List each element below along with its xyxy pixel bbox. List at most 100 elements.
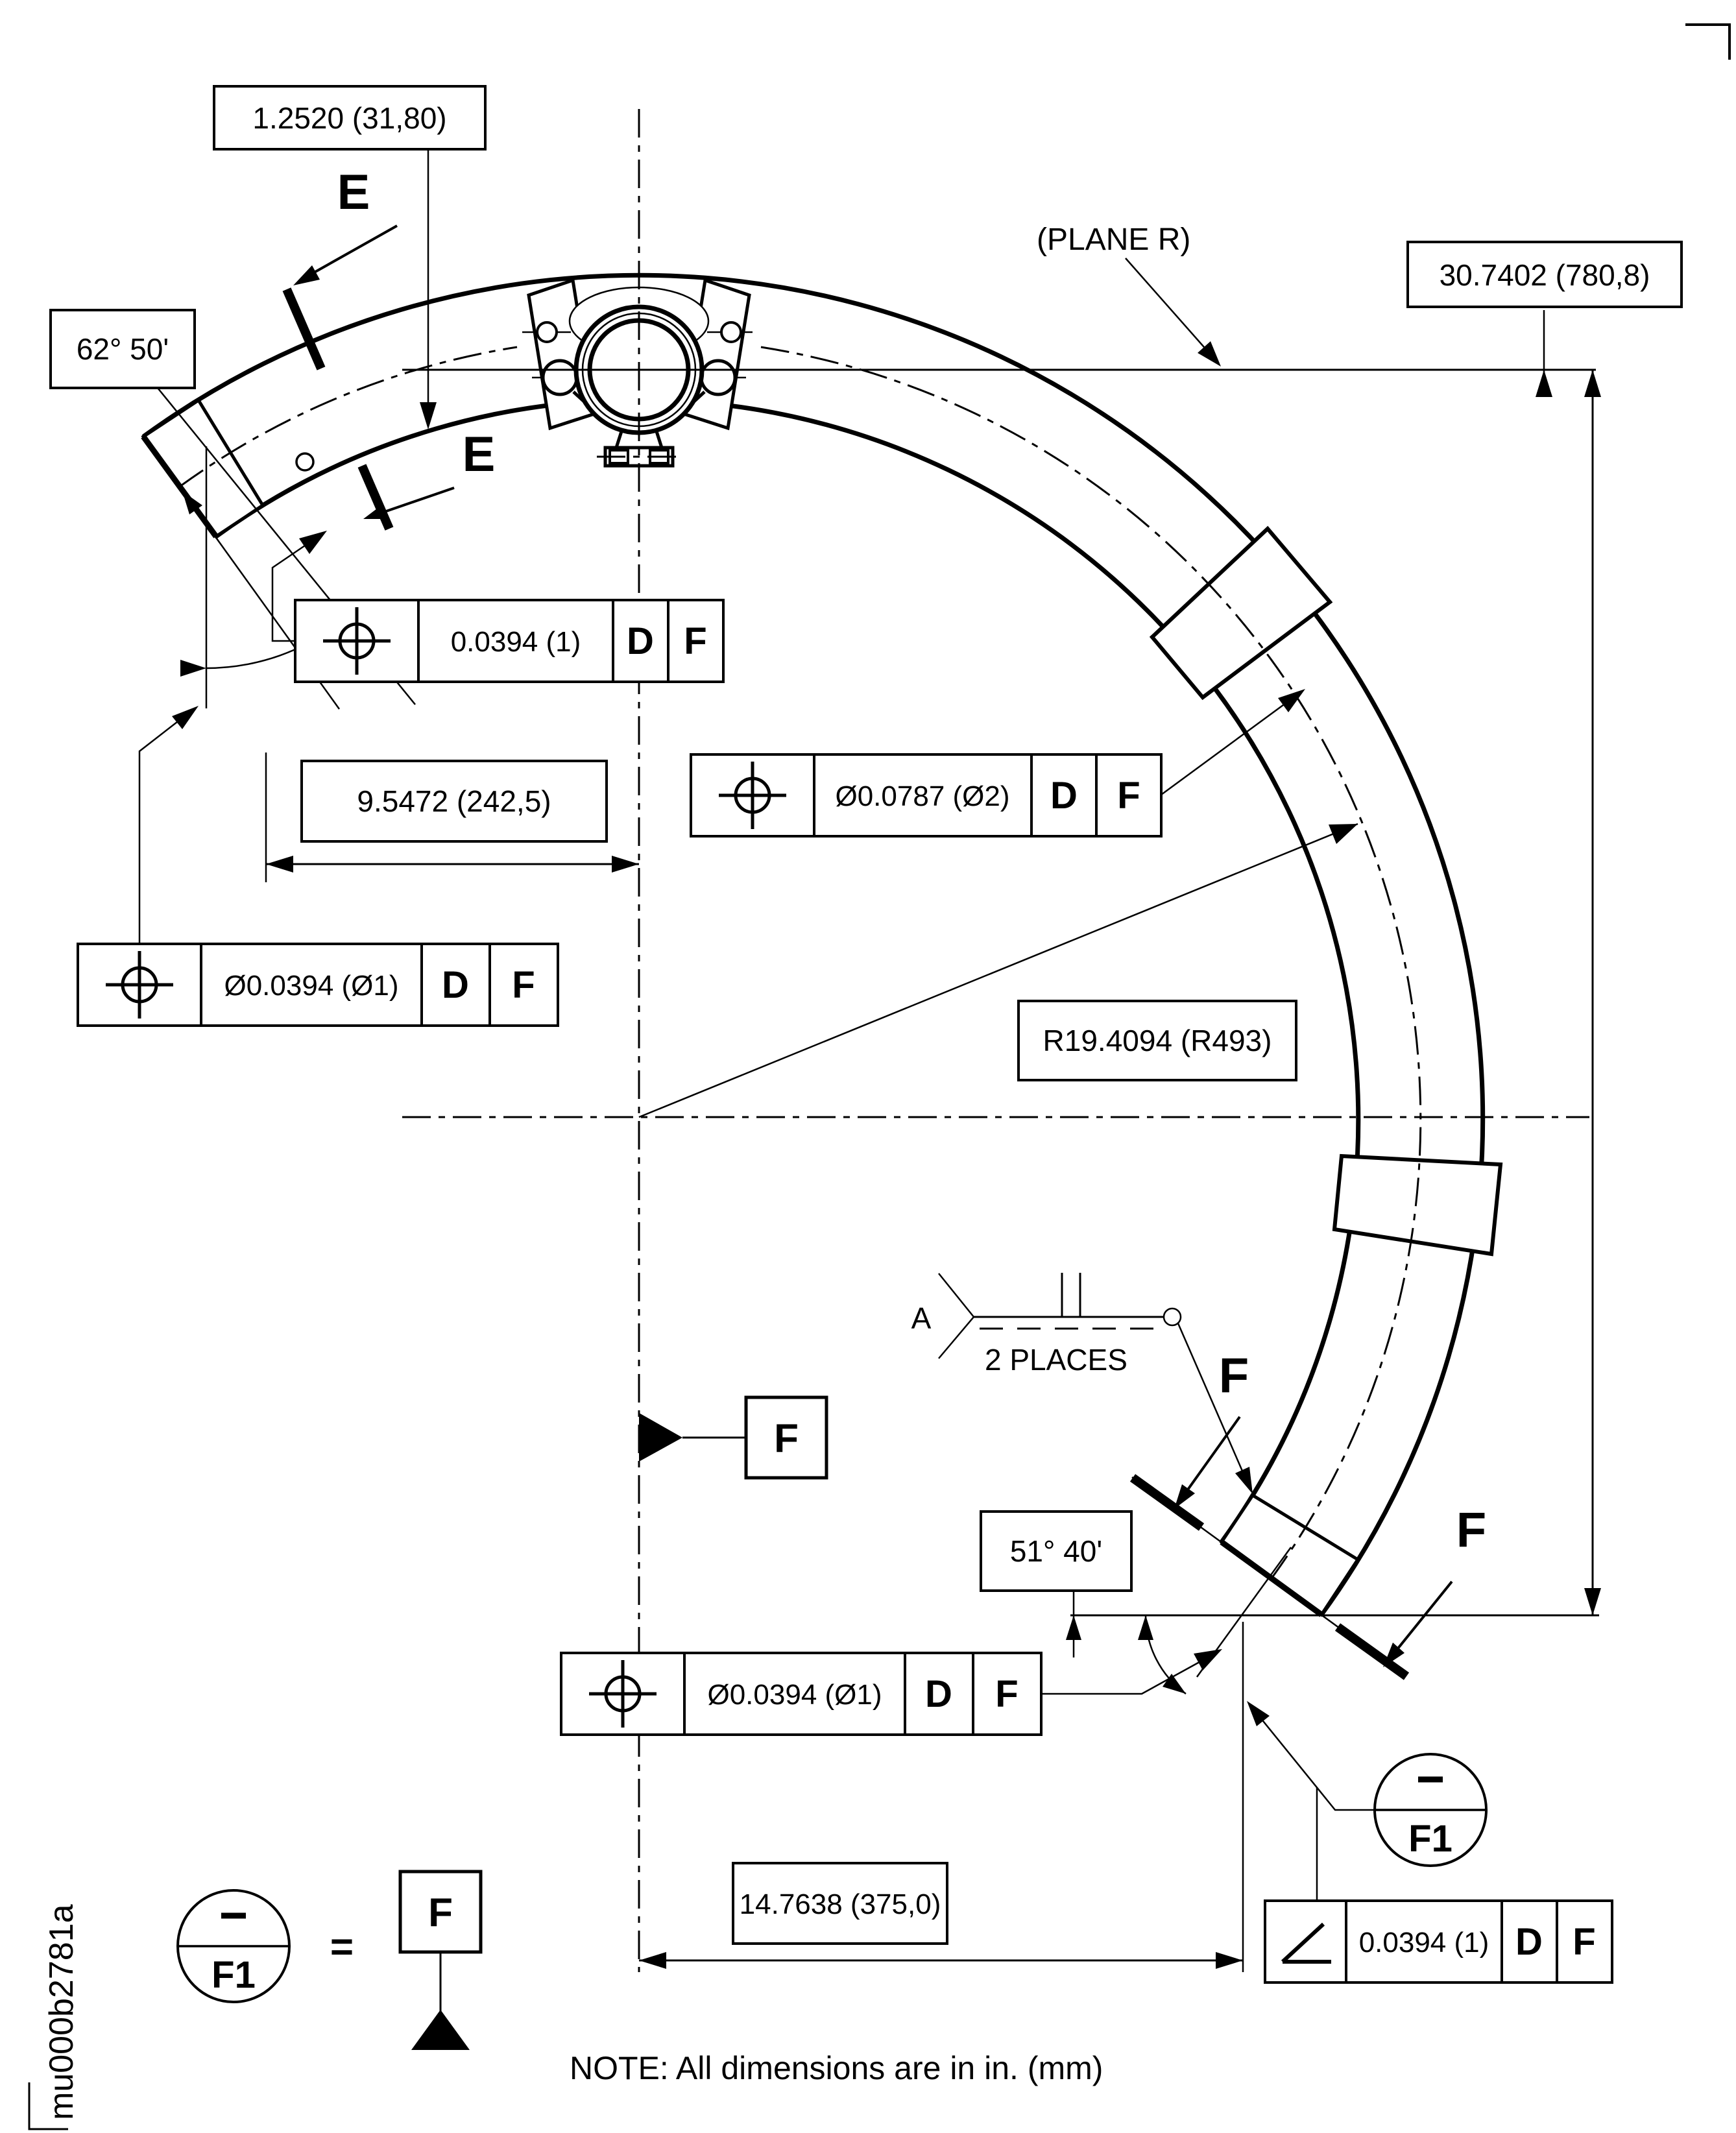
fcf1-datum1: D xyxy=(627,620,654,662)
f1-leader-arrowhead xyxy=(1247,1701,1270,1726)
fcf3-datum2: F xyxy=(512,964,535,1006)
position-symbol-icon xyxy=(589,1660,657,1728)
bottom-angle-box xyxy=(980,1510,1133,1592)
legend-datum-triangle-icon xyxy=(411,2010,470,2050)
fcf-position-left: Ø0.0394 (Ø1) D F xyxy=(77,706,559,1027)
angularity-symbol-icon xyxy=(1281,1922,1331,1964)
section-f-arrowhead-2 xyxy=(1383,1643,1404,1667)
clamp-lug-left xyxy=(541,359,579,396)
radius-arrowhead xyxy=(1329,824,1358,844)
section-e-arrow-line-2 xyxy=(374,487,455,516)
center-offset-dim: 9.5472 (242,5) xyxy=(265,753,639,882)
clamp-stem-left xyxy=(614,431,623,448)
top-angle-value: 62° 50' xyxy=(77,332,169,366)
section-e-arrowhead-1 xyxy=(293,265,320,285)
fcf2-leader xyxy=(1161,691,1301,796)
weld-places-label: 2 PLACES xyxy=(985,1343,1127,1377)
tube-inner-arc xyxy=(214,397,1361,1544)
section-e-arrow-line-1 xyxy=(304,224,398,279)
weld-leader-arrowhead xyxy=(1235,1467,1253,1494)
top-angle-dim: 62° 50' xyxy=(49,309,416,710)
section-f-label-2: F xyxy=(1456,1502,1486,1558)
height-box xyxy=(1406,241,1683,308)
fcf2-datum2: F xyxy=(1117,775,1140,817)
overall-height-dim: 30.7402 (780,8) xyxy=(1070,241,1683,1617)
bottom-angle-arc xyxy=(1144,1615,1187,1695)
wall-offset-value: 1.2520 (31,80) xyxy=(252,101,446,135)
weld-collar-upper xyxy=(1149,525,1333,701)
fcf4-arrowhead xyxy=(1194,1649,1222,1670)
weld-leader xyxy=(1177,1323,1251,1489)
section-e-label-1: E xyxy=(337,165,370,220)
fcf-position-bottom: Ø0.0394 (Ø1) D F xyxy=(560,1649,1222,1736)
fcf4-datum1: D xyxy=(925,1673,952,1715)
fcf4-frame xyxy=(560,1652,1043,1736)
corner-bracket-top-right xyxy=(1685,23,1731,60)
height-value: 30.7402 (780,8) xyxy=(1440,258,1650,292)
f1-leader xyxy=(1251,1707,1375,1811)
width-value: 14.7638 (375,0) xyxy=(740,1888,941,1920)
height-connector-arrow xyxy=(1536,370,1552,397)
fcf3-value: Ø0.0394 (Ø1) xyxy=(224,970,398,1002)
weld-all-around-circle xyxy=(1163,1307,1182,1327)
centerlines xyxy=(179,109,1589,1972)
fcf3-arrowhead xyxy=(172,706,199,729)
tube-end-hole xyxy=(295,452,315,472)
fcf5-frame xyxy=(1264,1899,1613,1984)
clamp-stem-right xyxy=(655,431,664,448)
offset-arrow-right xyxy=(612,856,639,873)
section-f-arrow-line-1 xyxy=(1182,1416,1241,1497)
width-box xyxy=(732,1862,948,1945)
weld-tail-upper xyxy=(938,1273,974,1318)
section-e-arrowhead-2 xyxy=(363,505,387,519)
wall-offset-box xyxy=(213,85,487,151)
doc-id-block: mu000b2781a xyxy=(28,1904,80,2130)
legend-target-id: F1 xyxy=(211,1954,256,1996)
clamp-assembly xyxy=(522,278,753,468)
fcf5-datum2: F xyxy=(1573,1921,1595,1963)
legend-equals: = xyxy=(330,1925,354,1970)
radius-box xyxy=(1017,1000,1297,1081)
fcf-position-top: 0.0394 (1) D F xyxy=(271,531,725,683)
radius-value: R19.4094 (R493) xyxy=(1043,1024,1272,1057)
bottom-angle-face-ext xyxy=(1131,1476,1402,1674)
radius-callout: R19.4094 (R493) xyxy=(638,823,1358,1118)
bottom-angle-leader-arrow xyxy=(1066,1615,1081,1640)
plane-r-label: (PLANE R) xyxy=(1037,223,1190,257)
legend-datum-box xyxy=(398,1870,483,1954)
section-e-cutline-upper xyxy=(282,287,326,370)
plane-r-arrowhead xyxy=(1198,341,1221,367)
top-angle-box xyxy=(49,309,196,389)
wall-offset-dim: 1.2520 (31,80) xyxy=(213,85,487,429)
f1-target-id: F1 xyxy=(1408,1818,1453,1860)
datum-f-flag: F xyxy=(639,1395,828,1480)
tube-body xyxy=(141,272,1503,1617)
bottom-angle-dim: 51° 40' xyxy=(980,1476,1402,1695)
clamp-bolt-left xyxy=(536,321,558,343)
fcf1-arrowhead xyxy=(299,531,327,554)
section-f-arrow-line-2 xyxy=(1391,1580,1453,1657)
tube-centerline-arc-left xyxy=(179,346,518,488)
base-width-dim: 14.7638 (375,0) xyxy=(639,1622,1244,1972)
datum-legend: F1 = F xyxy=(176,1870,483,2050)
fcf4-datum2: F xyxy=(995,1673,1018,1715)
width-arrow-left xyxy=(639,1952,666,1969)
fcf-angularity: 0.0394 (1) D F xyxy=(1264,1787,1613,1984)
legend-datum-letter: F xyxy=(428,1890,453,1935)
fcf2-datum1: D xyxy=(1050,775,1078,817)
fcf-position-mid: Ø0.0787 (Ø2) D F xyxy=(690,689,1305,838)
clamp-lug-right xyxy=(699,359,737,396)
height-arrow-top xyxy=(1584,370,1601,397)
position-symbol-icon xyxy=(106,951,173,1018)
position-symbol-icon xyxy=(323,607,391,675)
datum-flag-letter: F xyxy=(774,1416,799,1461)
fcf4-leader xyxy=(1041,1650,1219,1695)
height-arrow-bottom xyxy=(1584,1588,1601,1615)
datum-triangle-icon xyxy=(639,1413,682,1462)
top-angle-arrow-face xyxy=(182,491,202,514)
position-symbol-icon xyxy=(719,762,786,829)
tube-centerline-arc-right xyxy=(760,346,1422,1579)
fcf3-leader xyxy=(138,708,195,944)
section-f-label-1: F xyxy=(1219,1348,1249,1403)
datum-target-f1: F1 xyxy=(1247,1701,1488,1867)
